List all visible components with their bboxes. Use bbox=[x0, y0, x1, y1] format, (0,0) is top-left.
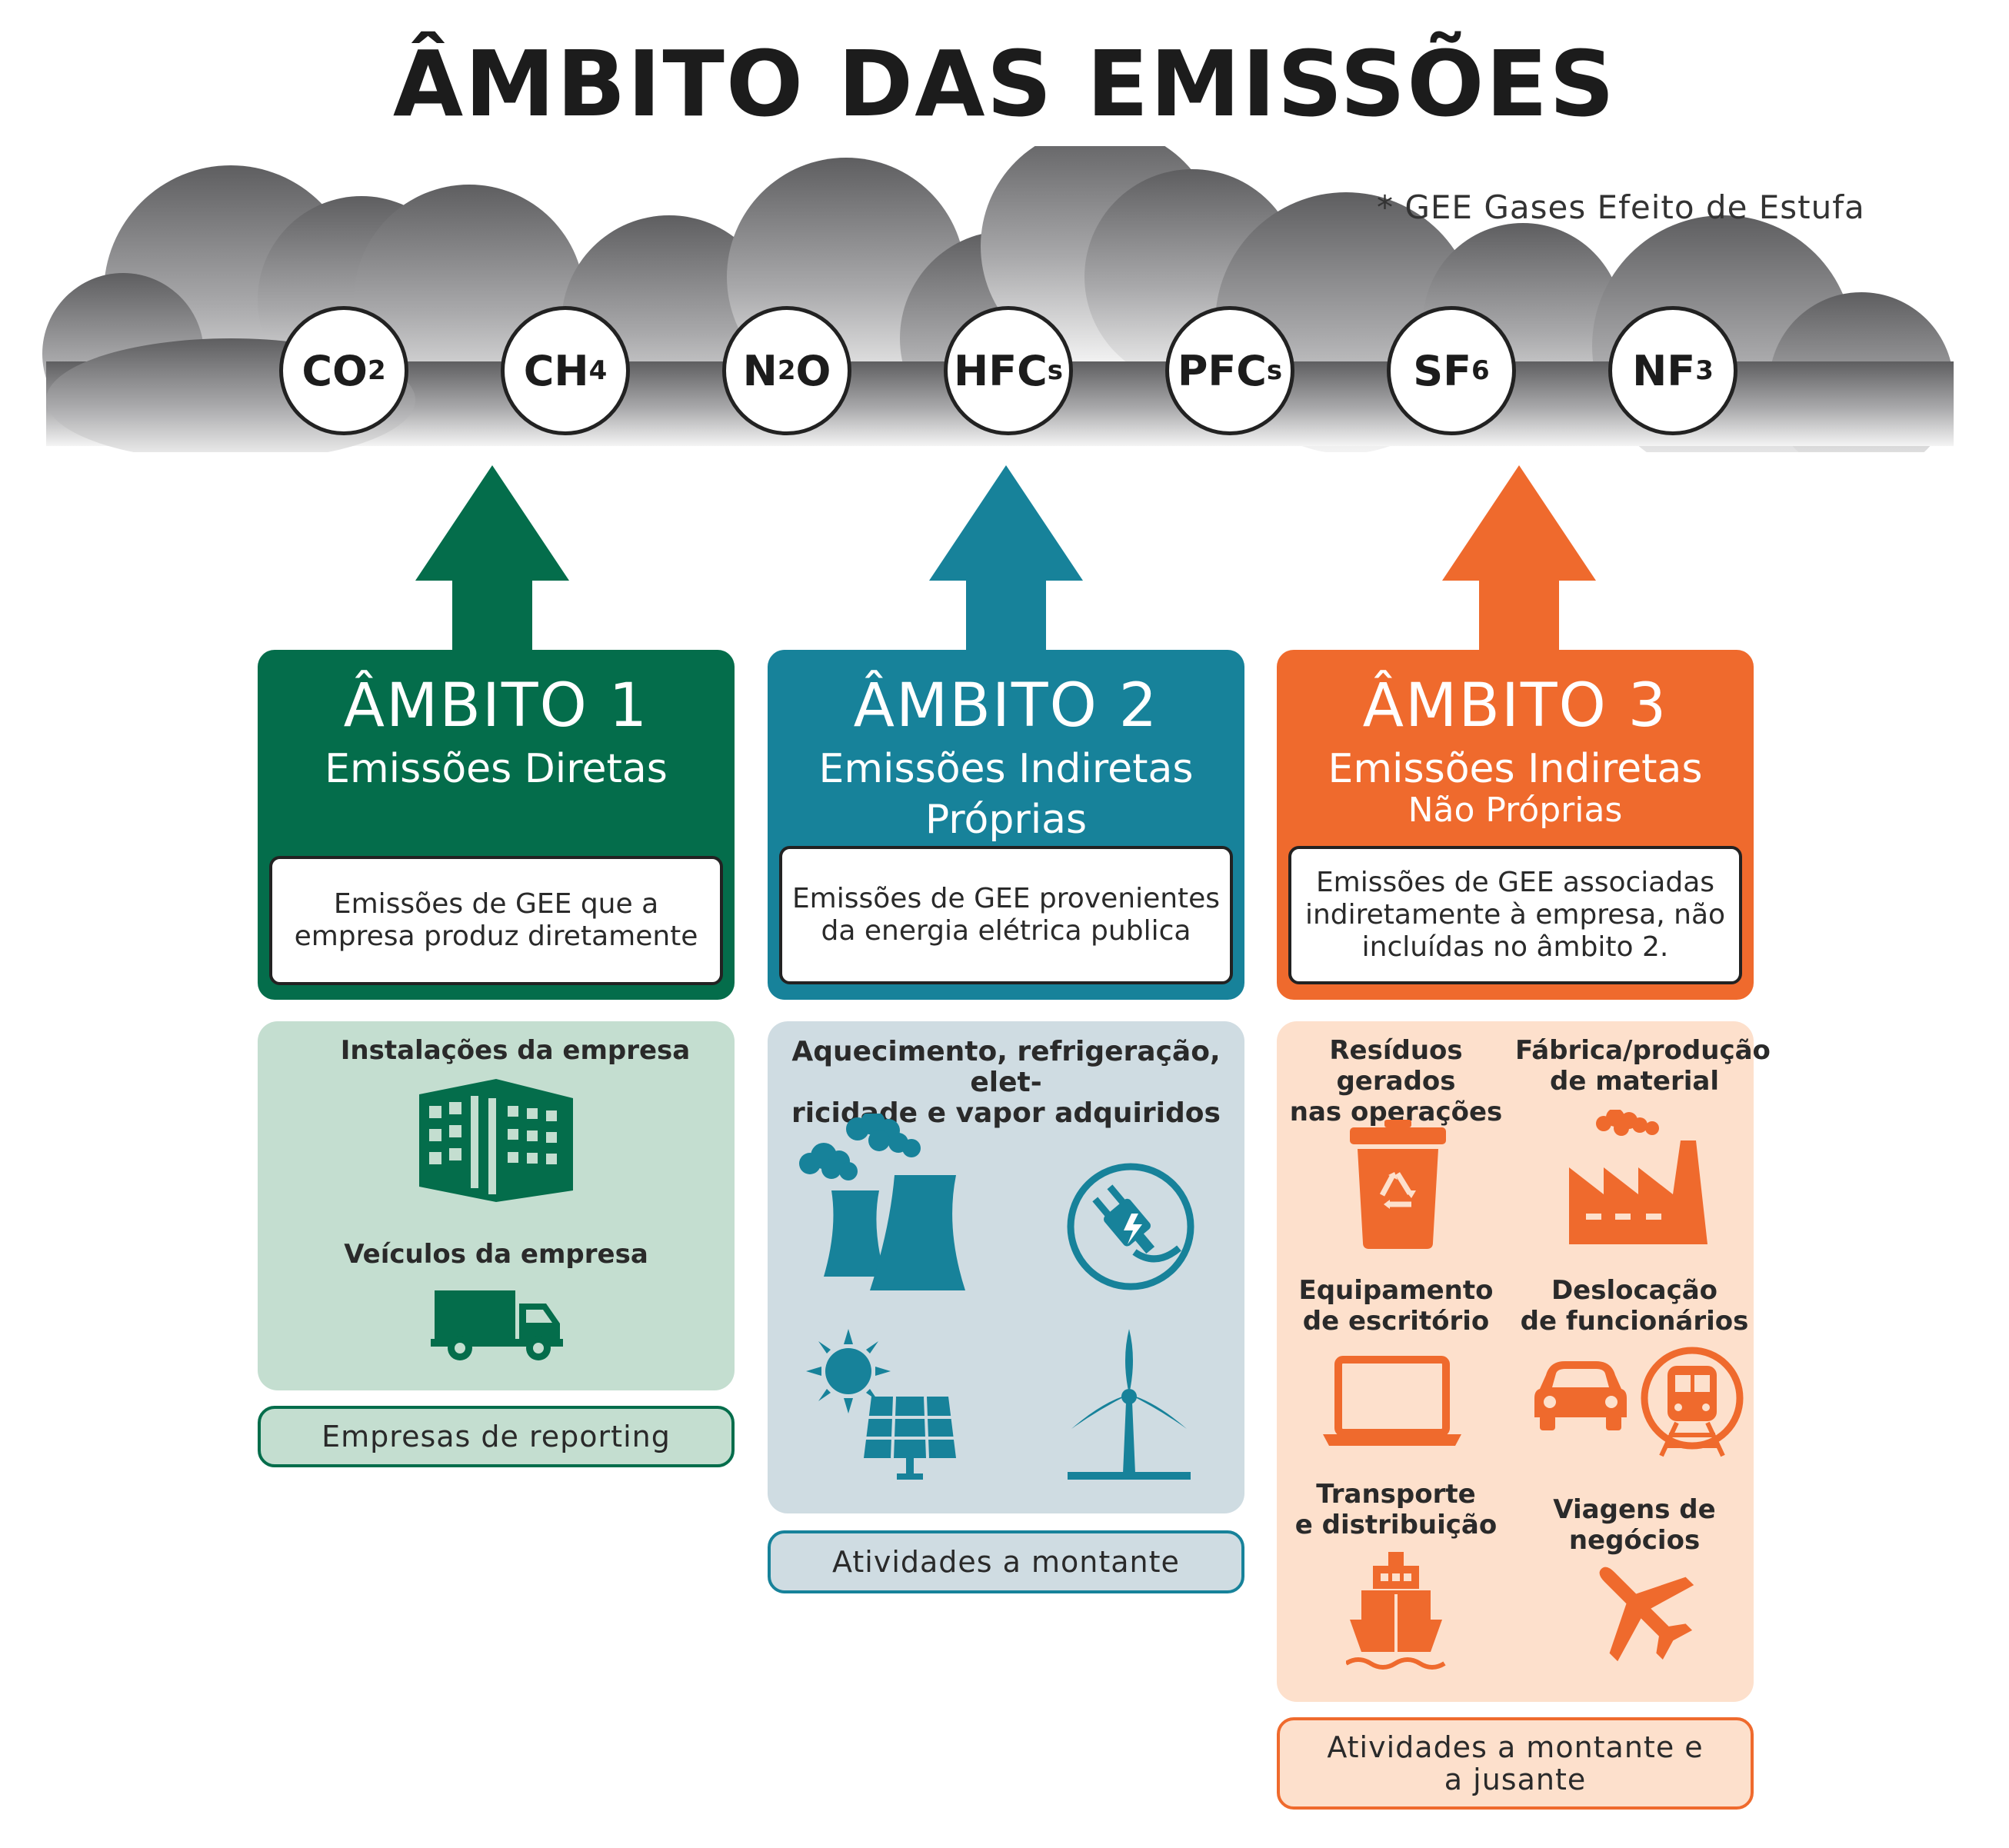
building-icon bbox=[419, 1079, 573, 1202]
scope2-arrow bbox=[929, 465, 1083, 658]
scope3-title: ÂMBITO 3 bbox=[1362, 671, 1668, 741]
solar-panel-icon bbox=[864, 1396, 956, 1480]
scope1-activities-panel: Instalações da empresa Veículos da empre… bbox=[258, 1021, 735, 1390]
scope2-activities-panel: Aquecimento, refrigeração, elet- ricidad… bbox=[768, 1021, 1244, 1513]
footnote-gee: * GEE Gases Efeito de Estufa bbox=[1377, 188, 1865, 226]
scope2-subtitle-2: Próprias bbox=[925, 797, 1088, 843]
truck-icon bbox=[431, 1290, 563, 1360]
electric-plug-icon bbox=[1067, 1163, 1194, 1290]
factory-icon bbox=[1569, 1110, 1707, 1244]
scope3-subtitle: Emissões Indiretas bbox=[1328, 746, 1703, 792]
scope3-description: Emissões de GEE associadas indiretamente… bbox=[1288, 846, 1742, 984]
scope2-title: ÂMBITO 2 bbox=[853, 671, 1159, 741]
scope2-description: Emissões de GEE provenientes da energia … bbox=[779, 846, 1233, 984]
scope1-description: Emissões de GEE que a empresa produz dir… bbox=[269, 856, 723, 985]
page-title: ÂMBITO DAS EMISSÕES bbox=[392, 31, 1617, 137]
scope1-arrow bbox=[415, 465, 569, 658]
airplane-icon bbox=[1599, 1567, 1694, 1662]
scope3-subtitle-2: Não Próprias bbox=[1408, 791, 1623, 830]
ship-icon bbox=[1346, 1552, 1446, 1670]
scope1-subtitle: Emissões Diretas bbox=[325, 746, 668, 792]
power-plant-icon bbox=[799, 1114, 965, 1290]
scope3-arrow bbox=[1442, 465, 1596, 658]
scope2-subtitle: Emissões Indiretas bbox=[818, 746, 1194, 792]
sun-icon bbox=[806, 1329, 891, 1413]
scope2-footer: Atividades a montante bbox=[768, 1530, 1244, 1593]
wind-turbine-icon bbox=[1068, 1329, 1191, 1480]
scope1-title: ÂMBITO 1 bbox=[343, 671, 649, 741]
scope3-footer: Atividades a montante e a jusante bbox=[1277, 1717, 1754, 1810]
item-label: Veículos da empresa bbox=[344, 1239, 648, 1270]
scope2-card: ÂMBITO 2 Emissões Indiretas Próprias Emi… bbox=[768, 650, 1244, 1000]
recycle-bin-icon bbox=[1350, 1120, 1446, 1249]
scope1-card: ÂMBITO 1 Emissões Diretas Emissões de GE… bbox=[258, 650, 735, 1000]
laptop-icon bbox=[1323, 1356, 1461, 1446]
item-label: Aquecimento, refrigeração, elet- ricidad… bbox=[791, 1036, 1221, 1129]
car-train-icon bbox=[1534, 1347, 1744, 1457]
scope3-card: ÂMBITO 3 Emissões Indiretas Não Próprias… bbox=[1277, 650, 1754, 1000]
scope1-footer: Empresas de reporting bbox=[258, 1406, 735, 1467]
item-label: Instalações da empresa bbox=[340, 1035, 691, 1066]
